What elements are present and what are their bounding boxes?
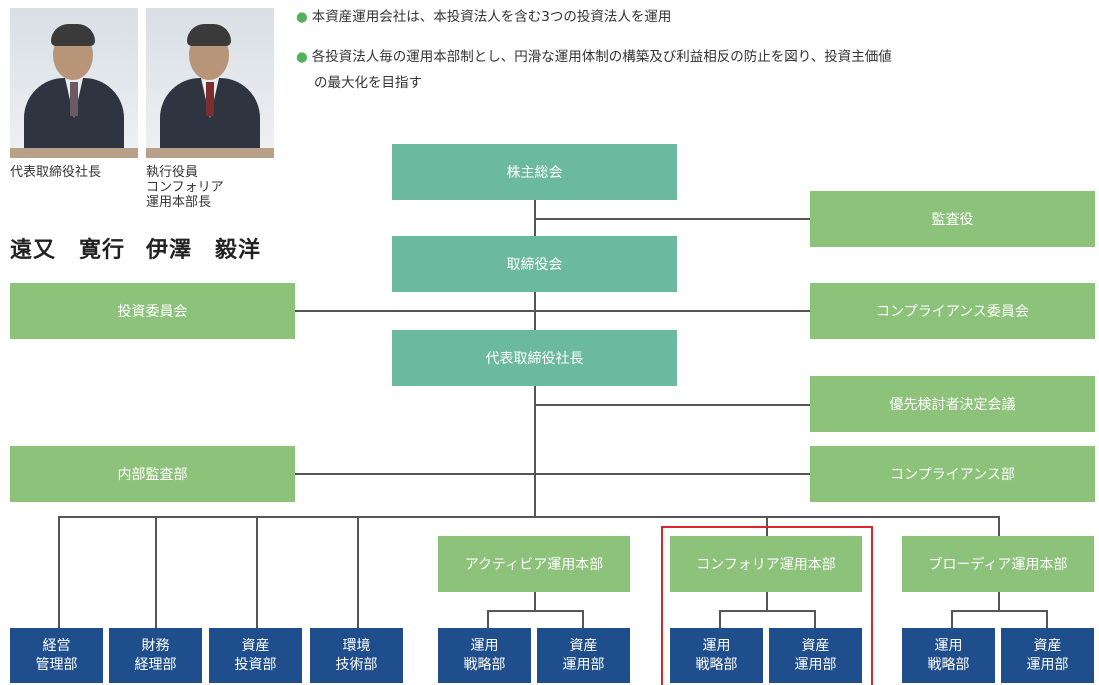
auditor-connector bbox=[534, 218, 810, 220]
activia-sub-left bbox=[487, 610, 489, 628]
brodia-division-box: ブローディア運用本部 bbox=[902, 536, 1094, 592]
internal-audit-box: 内部監査部 bbox=[10, 446, 295, 502]
committee-connector bbox=[295, 310, 810, 312]
compliance-dept-box: コンプライアンス部 bbox=[810, 446, 1095, 502]
activia-division-box: アクティビア運用本部 bbox=[438, 536, 630, 592]
brodia-sub-left bbox=[951, 610, 953, 628]
priority-council-box: 優先検討者決定会議 bbox=[810, 376, 1095, 432]
priority-council-connector bbox=[534, 404, 810, 406]
audit-compliance-connector bbox=[295, 473, 810, 475]
president-photo bbox=[10, 8, 138, 158]
brodia-sub-bus bbox=[951, 610, 1048, 612]
dept-drop-3 bbox=[256, 516, 258, 628]
comforia-strategy-dept: 運用戦略部 bbox=[670, 628, 763, 683]
executive-title-line2: コンフォリア bbox=[146, 180, 224, 195]
compliance-committee-box: コンプライアンス委員会 bbox=[810, 283, 1095, 339]
dept-environment-tech: 環境技術部 bbox=[310, 628, 403, 683]
dept-management: 経営管理部 bbox=[10, 628, 103, 683]
activia-sub-right bbox=[582, 610, 584, 628]
activia-sub-bus bbox=[487, 610, 583, 612]
dept-finance: 財務経理部 bbox=[109, 628, 202, 683]
comforia-highlight-frame bbox=[661, 526, 873, 685]
investment-committee-box: 投資委員会 bbox=[10, 283, 295, 339]
president-title: 代表取締役社長 bbox=[10, 165, 102, 180]
executive-name: 伊澤 毅洋 bbox=[146, 238, 262, 263]
executive-officer-photo bbox=[146, 8, 274, 158]
president-box: 代表取締役社長 bbox=[392, 330, 677, 386]
comforia-asset-dept: 資産運用部 bbox=[769, 628, 862, 683]
comforia-sub-drop bbox=[766, 592, 768, 610]
activia-sub-drop bbox=[534, 592, 536, 610]
bullet-2-cont: の最大化を目指す bbox=[314, 75, 422, 91]
activia-strategy-dept: 運用戦略部 bbox=[438, 628, 531, 683]
activia-asset-dept: 資産運用部 bbox=[537, 628, 630, 683]
brodia-sub-right bbox=[1046, 610, 1048, 628]
auditor-box: 監査役 bbox=[810, 191, 1095, 247]
bullet-2: ●各投資法人毎の運用本部制とし、円滑な運用体制の構築及び利益相反の防止を図り、投… bbox=[296, 49, 892, 65]
dept-drop-2 bbox=[155, 516, 157, 628]
dept-asset-investment: 資産投資部 bbox=[209, 628, 302, 683]
dept-drop-4 bbox=[357, 516, 359, 628]
brodia-sub-drop bbox=[998, 592, 1000, 610]
comforia-sub-left bbox=[719, 610, 721, 628]
comforia-sub-bus bbox=[719, 610, 816, 612]
comforia-sub-right bbox=[814, 610, 816, 628]
brodia-drop bbox=[998, 516, 1000, 536]
executive-title-line3: 運用本部長 bbox=[146, 195, 212, 210]
executive-title-line1: 執行役員 bbox=[146, 165, 199, 180]
comforia-division-box: コンフォリア運用本部 bbox=[670, 536, 862, 592]
shareholders-box: 株主総会 bbox=[392, 144, 677, 200]
dept-drop-1 bbox=[58, 516, 60, 628]
bullet-1: ●本資産運用会社は、本投資法人を含む3つの投資法人を運用 bbox=[296, 9, 672, 25]
president-name: 遠又 寛行 bbox=[10, 238, 126, 263]
brodia-strategy-dept: 運用戦略部 bbox=[902, 628, 995, 683]
departments-bus bbox=[58, 516, 999, 518]
board-box: 取締役会 bbox=[392, 236, 677, 292]
brodia-asset-dept: 資産運用部 bbox=[1001, 628, 1094, 683]
